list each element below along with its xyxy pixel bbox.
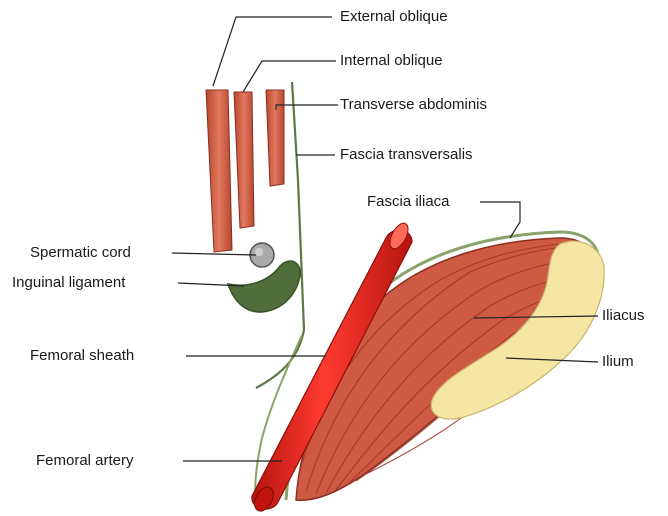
leader-external-oblique [213, 17, 332, 86]
label-femoral-sheath: Femoral sheath [30, 347, 134, 365]
label-external-oblique: External oblique [340, 8, 448, 26]
label-femoral-artery: Femoral artery [36, 452, 134, 470]
label-spermatic-cord: Spermatic cord [30, 244, 131, 262]
label-ilium: Ilium [602, 353, 634, 371]
leader-transverse-abdominis [276, 105, 338, 110]
leader-internal-oblique [243, 61, 336, 92]
inguinal-ligament [228, 261, 300, 312]
label-transverse-abdominis: Transverse abdominis [340, 96, 487, 114]
leader-fascia-iliaca [480, 202, 520, 238]
internal-oblique-strip [234, 92, 254, 228]
label-internal-oblique: Internal oblique [340, 52, 443, 70]
spermatic-cord-highlight [255, 248, 263, 256]
label-iliacus: Iliacus [602, 307, 645, 325]
label-fascia-iliaca: Fascia iliaca [367, 193, 450, 211]
label-inguinal-ligament: Inguinal ligament [12, 274, 125, 292]
label-fascia-transversalis: Fascia transversalis [340, 146, 473, 164]
external-oblique-strip [206, 90, 232, 252]
leader-spermatic-cord [172, 253, 256, 255]
